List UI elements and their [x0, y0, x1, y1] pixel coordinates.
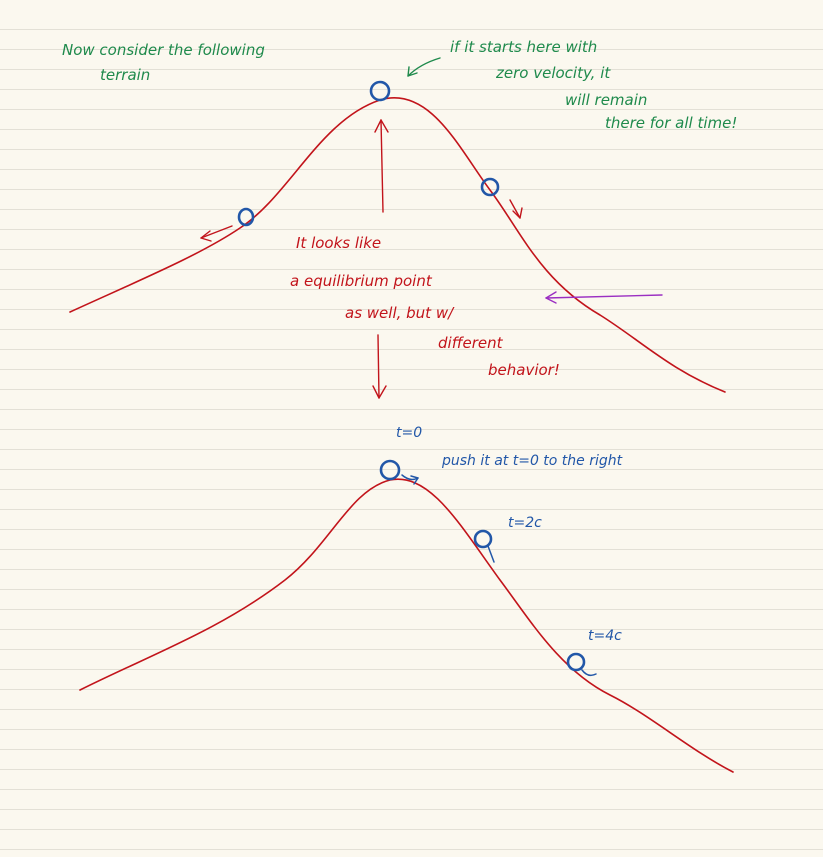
t0-label: t=0: [396, 425, 422, 441]
ball-at-t2: [473, 529, 493, 549]
middle-note-line3: as well, but w/: [345, 304, 455, 322]
t4-label: t=4c: [588, 628, 622, 644]
bottom-top-ball-push-arrow-head: [410, 475, 419, 485]
up-arrow-head: [374, 119, 389, 133]
right-slope-ball: [480, 177, 500, 197]
t2-label: t=2c: [508, 515, 542, 531]
middle-note-line4: different: [438, 334, 504, 352]
bottom-top-ball: [379, 459, 401, 481]
top-ball: [369, 80, 391, 102]
left-ball-arrow: [200, 225, 233, 239]
intro-note-line1: Now consider the following: [62, 41, 265, 59]
intro-note-line2: terrain: [100, 66, 150, 84]
ball-at-t4: [566, 652, 586, 672]
middle-note-line5: behavior!: [488, 361, 560, 379]
top-note-line4: there for all time!: [605, 114, 737, 132]
middle-note-line2: a equilibrium point: [290, 272, 433, 290]
down-arrow-shaft: [377, 334, 380, 399]
ball-at-t4-arrow: [581, 669, 597, 677]
middle-note-line1: It looks like: [296, 234, 381, 252]
green-arrow-shaft: [407, 57, 441, 77]
top-terrain-curve: [69, 97, 726, 393]
right-ball-arrow: [509, 199, 521, 219]
bottom-top-ball-push-arrow: [401, 474, 419, 481]
left-slope-ball: [237, 207, 255, 227]
right-ball-arrow-head: [512, 207, 523, 219]
top-note-line2: zero velocity, it: [495, 64, 611, 82]
purple-arrow-shaft: [545, 294, 663, 299]
purple-arrow-head: [545, 291, 557, 304]
green-arrow-head: [407, 66, 418, 77]
up-arrow-shaft: [380, 119, 384, 213]
left-ball-arrow-head: [200, 230, 212, 242]
top-note-line3: will remain: [565, 91, 647, 109]
top-note-line1: if it starts here with: [450, 38, 597, 56]
push-note: push it at t=0 to the right: [441, 453, 623, 469]
ball-at-t2-arrow: [487, 545, 495, 563]
down-arrow-head: [372, 385, 387, 399]
bottom-terrain-curve: [79, 478, 734, 773]
